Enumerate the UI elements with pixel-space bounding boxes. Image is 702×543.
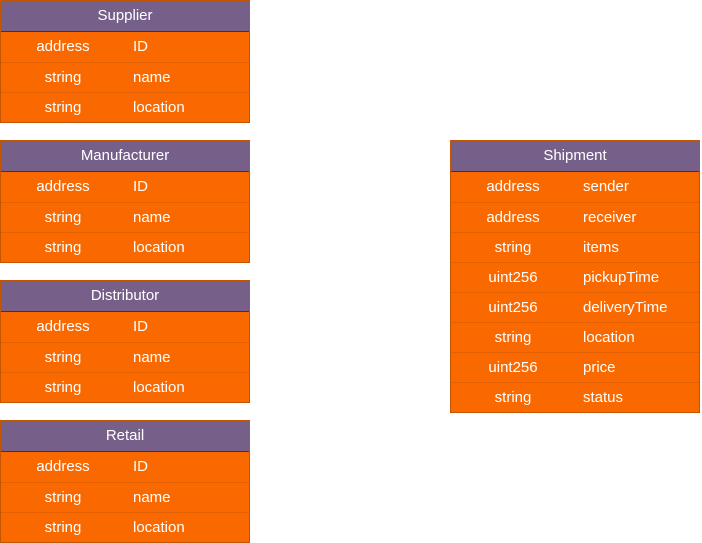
- field-row: uint256 price: [451, 352, 699, 382]
- field-row: string location: [1, 372, 249, 402]
- field-type: string: [44, 99, 82, 116]
- field-type: string: [44, 239, 82, 256]
- field-name: location: [133, 239, 185, 256]
- field-type: string: [44, 519, 82, 536]
- field-type: string: [44, 379, 82, 396]
- field-type: string: [44, 349, 82, 366]
- field-row: string items: [451, 232, 699, 262]
- field-name: sender: [583, 178, 629, 195]
- field-type: string: [494, 239, 532, 256]
- field-row: string name: [1, 62, 249, 92]
- field-name: name: [133, 209, 171, 226]
- field-type: address: [36, 458, 90, 475]
- field-row: string status: [451, 382, 699, 412]
- entity-retail: Retail address ID string name string loc…: [0, 420, 250, 543]
- field-name: name: [133, 349, 171, 366]
- field-name: ID: [133, 458, 148, 475]
- field-row: string location: [1, 92, 249, 122]
- field-type: address: [486, 178, 540, 195]
- field-type: uint256: [488, 269, 538, 286]
- entity-shipment: Shipment address sender address receiver…: [450, 140, 700, 413]
- field-name: location: [133, 99, 185, 116]
- field-name: location: [133, 519, 185, 536]
- field-row: address ID: [1, 312, 249, 342]
- entity-title: Shipment: [451, 141, 699, 172]
- entity-title: Manufacturer: [1, 141, 249, 172]
- field-type: address: [36, 178, 90, 195]
- field-type: address: [36, 318, 90, 335]
- field-name: ID: [133, 38, 148, 55]
- field-name: status: [583, 389, 624, 406]
- field-row: string location: [1, 512, 249, 542]
- field-type: string: [494, 389, 532, 406]
- entity-title: Retail: [1, 421, 249, 452]
- field-name: ID: [133, 318, 148, 335]
- field-row: uint256 pickupTime: [451, 262, 699, 292]
- field-type: string: [44, 209, 82, 226]
- entity-title: Supplier: [1, 1, 249, 32]
- field-row: string name: [1, 482, 249, 512]
- field-name: items: [583, 239, 619, 256]
- field-type: uint256: [488, 299, 538, 316]
- field-name: receiver: [583, 209, 637, 226]
- field-row: address ID: [1, 32, 249, 62]
- field-row: address sender: [451, 172, 699, 202]
- field-type: string: [494, 329, 532, 346]
- field-name: pickupTime: [583, 269, 660, 286]
- field-name: deliveryTime: [583, 299, 668, 316]
- entity-title: Distributor: [1, 281, 249, 312]
- field-name: name: [133, 69, 171, 86]
- field-name: location: [583, 329, 635, 346]
- entity-distributor: Distributor address ID string name strin…: [0, 280, 250, 403]
- field-row: address receiver: [451, 202, 699, 232]
- field-type: uint256: [488, 359, 538, 376]
- field-type: address: [36, 38, 90, 55]
- field-type: string: [44, 489, 82, 506]
- field-row: string name: [1, 342, 249, 372]
- field-type: string: [44, 69, 82, 86]
- field-row: uint256 deliveryTime: [451, 292, 699, 322]
- field-name: name: [133, 489, 171, 506]
- field-name: ID: [133, 178, 148, 195]
- field-row: address ID: [1, 172, 249, 202]
- field-row: string location: [1, 232, 249, 262]
- field-name: price: [583, 359, 616, 376]
- field-row: string name: [1, 202, 249, 232]
- entity-manufacturer: Manufacturer address ID string name stri…: [0, 140, 250, 263]
- field-type: address: [486, 209, 540, 226]
- field-row: address ID: [1, 452, 249, 482]
- field-row: string location: [451, 322, 699, 352]
- field-name: location: [133, 379, 185, 396]
- entity-supplier: Supplier address ID string name string l…: [0, 0, 250, 123]
